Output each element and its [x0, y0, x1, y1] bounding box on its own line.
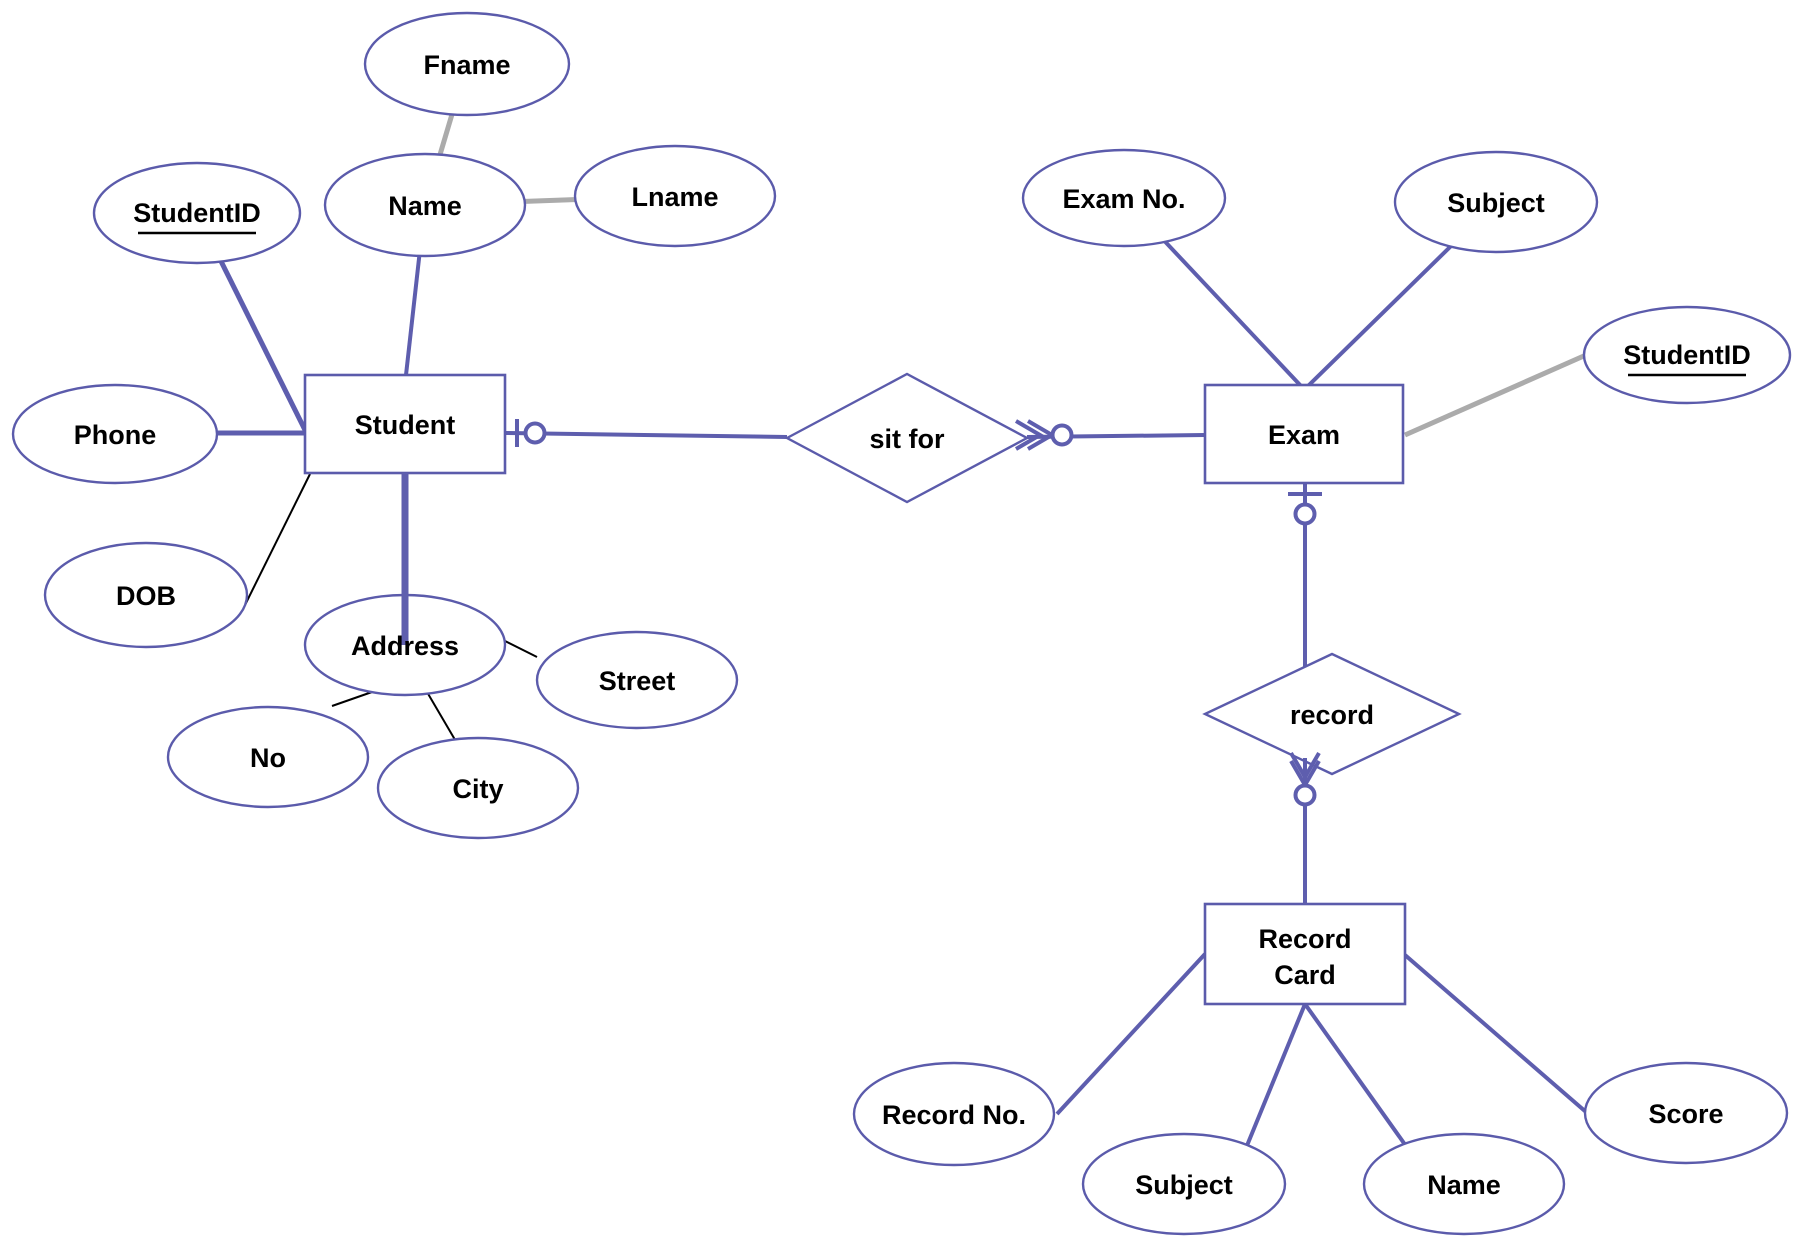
attribute-ellipse-name	[323, 152, 527, 258]
zero-circle-icon	[1050, 423, 1074, 447]
attribute-label-recordno: Record No.	[882, 1100, 1026, 1130]
entity-label-record-card-line2: Card	[1274, 960, 1336, 990]
many-arrow-icon	[1289, 751, 1321, 781]
attribute-ellipse-street	[535, 630, 739, 730]
connector-recordcard-score	[1403, 953, 1588, 1114]
entity-rect-student	[303, 373, 507, 475]
attribute-ellipse-record-subject	[1081, 1132, 1287, 1236]
attribute-ellipse-record-name	[1362, 1132, 1566, 1236]
attribute-label-record-name: Name	[1427, 1170, 1501, 1200]
attribute-ellipse-subject	[1393, 150, 1599, 254]
attribute-label-phone: Phone	[74, 420, 157, 450]
shape-layer	[11, 11, 1792, 1236]
attribute-ellipse-score	[1583, 1061, 1789, 1165]
zero-circle-icon	[523, 421, 547, 445]
attribute-label-address: Address	[351, 631, 459, 661]
attribute-label-studentid: StudentID	[133, 198, 261, 228]
attribute-ellipse-dob	[43, 541, 249, 649]
connector-student-sitfor	[504, 431, 788, 439]
attribute-ellipse-city	[376, 736, 580, 840]
connector-address-street	[504, 640, 538, 658]
attribute-label-exam-studentid: StudentID	[1623, 340, 1751, 370]
attribute-ellipse-studentid	[92, 161, 302, 265]
entity-label-student: Student	[355, 410, 456, 440]
attribute-ellipse-fname	[363, 11, 571, 117]
attribute-label-no: No	[250, 743, 286, 773]
attribute-label-name: Name	[388, 191, 462, 221]
connector-dob-student	[244, 473, 311, 606]
many-arrow-icon	[1014, 419, 1044, 451]
entity-rect-record-card	[1203, 902, 1407, 1006]
attribute-ellipse-lname	[573, 144, 777, 248]
entity-rect-exam	[1203, 383, 1405, 485]
connector-recordcard-recordno	[1055, 952, 1207, 1116]
attribute-ellipse-no	[166, 705, 370, 809]
relationship-diamond-sit-for	[784, 372, 1030, 504]
attribute-label-street: Street	[599, 666, 676, 696]
attribute-ellipse-phone	[11, 383, 219, 485]
relationship-label-record: record	[1290, 700, 1374, 730]
attribute-ellipse-examno	[1021, 148, 1227, 248]
attribute-ellipse-recordno	[852, 1061, 1056, 1167]
attribute-label-fname: Fname	[423, 50, 510, 80]
attribute-ellipse-exam-studentid	[1582, 305, 1792, 405]
attribute-label-lname: Lname	[631, 182, 718, 212]
entity-label-record-card-line1: Record	[1258, 924, 1351, 954]
cardinality-layer	[515, 419, 1322, 807]
zero-circle-icon	[1293, 783, 1317, 807]
entity-label-exam: Exam	[1268, 420, 1340, 450]
connector-exam-studentid	[1403, 352, 1588, 438]
connector-recordcard-subject	[1244, 1003, 1307, 1149]
attribute-label-dob: DOB	[116, 581, 176, 611]
connector-address-no	[331, 691, 373, 707]
attribute-label-city: City	[452, 774, 503, 804]
relationship-label-sit-for: sit for	[869, 424, 944, 454]
attribute-label-examno: Exam No.	[1062, 184, 1185, 214]
attribute-label-score: Score	[1648, 1099, 1723, 1129]
attribute-label-record-subject: Subject	[1135, 1170, 1233, 1200]
label-layer: Fname Name Lname StudentID Phone DOB Add…	[74, 50, 1751, 1200]
connector-recordcard-name	[1303, 1002, 1408, 1148]
zero-circle-icon	[1293, 502, 1317, 526]
attribute-label-subject: Subject	[1447, 188, 1545, 218]
